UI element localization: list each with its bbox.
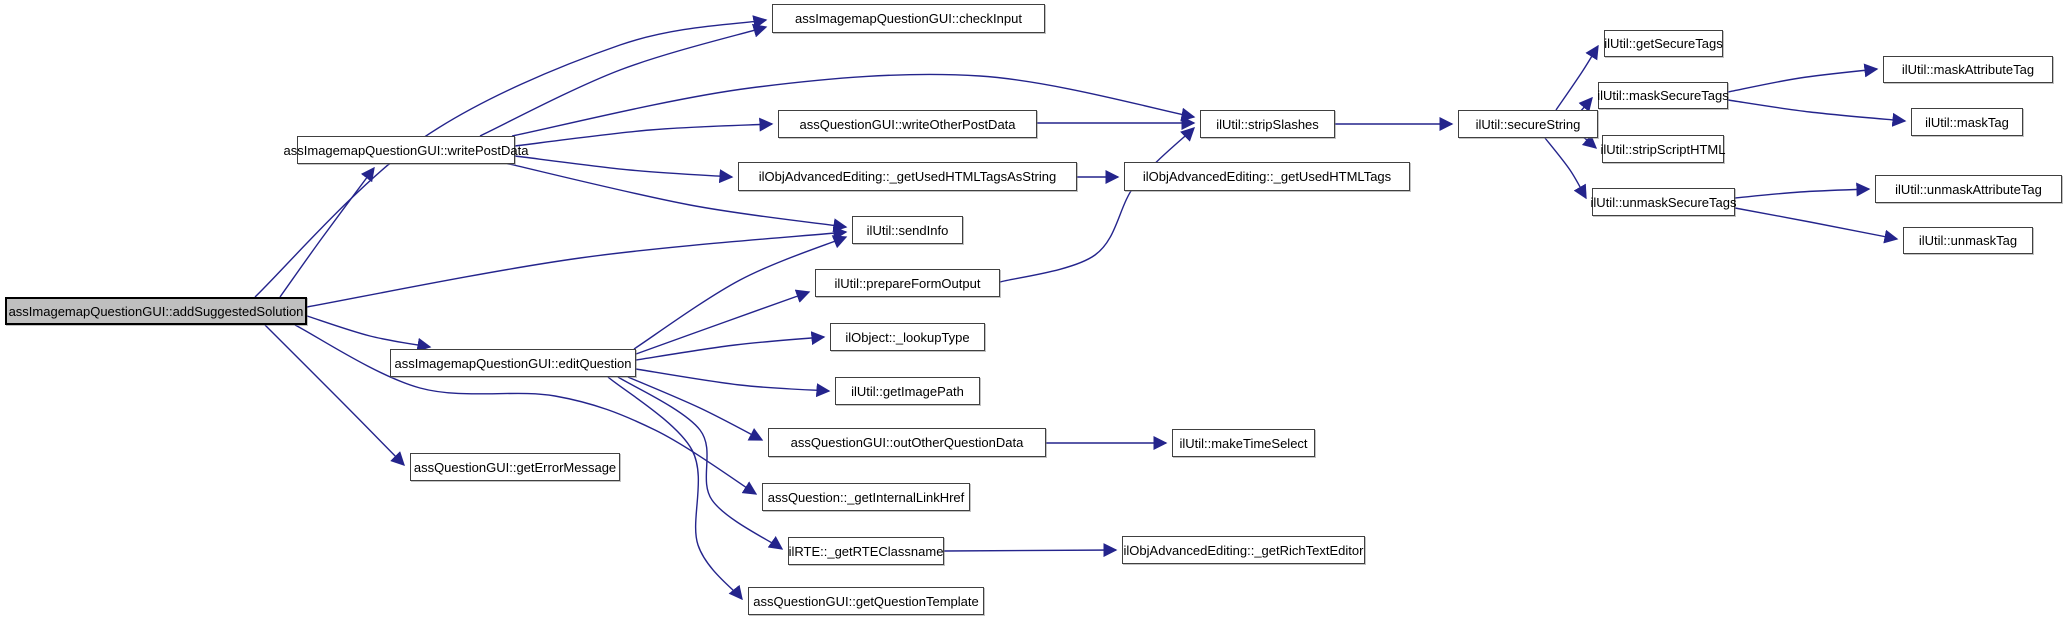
node-getSecureTags[interactable]: ilUtil::getSecureTags [1604, 30, 1723, 57]
node-getUsedHTMLTagsAsString[interactable]: ilObjAdvancedEditing::_getUsedHTMLTagsAs… [738, 162, 1077, 191]
node-label: ilUtil::getImagePath [851, 383, 964, 399]
node-stripSlashes[interactable]: ilUtil::stripSlashes [1200, 110, 1335, 138]
node-makeTimeSelect[interactable]: ilUtil::makeTimeSelect [1172, 429, 1315, 457]
node-label: ilUtil::stripSlashes [1216, 116, 1319, 132]
edge-editQuestion-to-prepareFormOutput [635, 289, 811, 355]
node-unmaskTag[interactable]: ilUtil::unmaskTag [1903, 227, 2033, 254]
node-label: ilObjAdvancedEditing::_getUsedHTMLTagsAs… [758, 169, 1057, 184]
node-lookupType[interactable]: ilObject::_lookupType [830, 323, 985, 351]
node-label: assQuestionGUI::getQuestionTemplate [753, 593, 979, 609]
node-unmaskAttributeTag[interactable]: ilUtil::unmaskAttributeTag [1875, 175, 2062, 203]
node-label: ilObject::_lookupType [845, 329, 970, 345]
edge-addSuggestedSolution-to-writePostData [279, 166, 375, 298]
node-label: ilUtil::secureString [1475, 116, 1581, 132]
edge-addSuggestedSolution-to-getInternalLinkHref [294, 324, 758, 495]
node-editQuestion[interactable]: assImagemapQuestionGUI::editQuestion [390, 349, 636, 377]
node-label: ilObjAdvancedEditing::_getUsedHTMLTags [1142, 169, 1392, 184]
edge-editQuestion-to-getRTEClassname [617, 376, 784, 550]
edge-secureString-to-maskSecureTags [1578, 96, 1593, 113]
edge-secureString-to-getSecureTags [1555, 44, 1599, 111]
node-label: ilUtil::prepareFormOutput [834, 275, 981, 291]
node-label: ilUtil::maskAttributeTag [1901, 62, 2035, 77]
node-label: ilUtil::getSecureTags [1604, 36, 1723, 51]
edge-addSuggestedSolution-to-checkInput [254, 15, 768, 298]
edge-unmaskSecureTags-to-unmaskTag [1734, 207, 1899, 244]
edges-group [254, 15, 1907, 601]
node-unmaskSecureTags[interactable]: ilUtil::unmaskSecureTags [1590, 188, 1737, 216]
edge-writePostData-to-getUsedHTMLTagsAsString [514, 155, 734, 184]
edge-editQuestion-to-outOtherQuestionData [627, 376, 764, 441]
node-getRTEClassname[interactable]: ilRTE::_getRTEClassname [788, 537, 944, 565]
node-checkInput[interactable]: assImagemapQuestionGUI::checkInput [772, 4, 1045, 33]
node-getImagePath[interactable]: ilUtil::getImagePath [835, 377, 980, 405]
node-label: ilUtil::stripScriptHTML [1600, 141, 1726, 157]
node-label: ilUtil::maskTag [1925, 114, 2009, 130]
node-label: assQuestionGUI::writeOtherPostData [799, 116, 1016, 132]
node-addSuggestedSolution: assImagemapQuestionGUI::addSuggestedSolu… [5, 297, 307, 325]
node-maskSecureTags[interactable]: ilUtil::maskSecureTags [1597, 82, 1729, 109]
edge-editQuestion-to-getQuestionTemplate [607, 376, 743, 601]
edge-writePostData-to-sendInfo [504, 162, 848, 233]
node-getInternalLinkHref[interactable]: assQuestion::_getInternalLinkHref [762, 483, 970, 511]
node-maskAttributeTag[interactable]: ilUtil::maskAttributeTag [1883, 56, 2053, 83]
node-writeOtherPostData[interactable]: assQuestionGUI::writeOtherPostData [778, 110, 1037, 138]
edge-addSuggestedSolution-to-sendInfo [306, 226, 848, 308]
node-label: assQuestionGUI::getErrorMessage [413, 459, 617, 475]
node-getRichTextEditor[interactable]: ilObjAdvancedEditing::_getRichTextEditor [1122, 536, 1365, 564]
edge-prepareFormOutput-to-stripSlashes [999, 127, 1196, 283]
node-label: ilUtil::sendInfo [866, 222, 949, 238]
node-secureString[interactable]: ilUtil::secureString [1458, 110, 1598, 138]
edge-maskSecureTags-to-maskTag [1727, 99, 1907, 127]
node-getUsedHTMLTags[interactable]: ilObjAdvancedEditing::_getUsedHTMLTags [1124, 162, 1410, 191]
node-writePostData[interactable]: assImagemapQuestionGUI::writePostData [284, 136, 528, 164]
node-label: assImagemapQuestionGUI::addSuggestedSolu… [8, 303, 304, 319]
node-label: ilUtil::makeTimeSelect [1179, 435, 1308, 451]
node-outOtherQuestionData[interactable]: assQuestionGUI::outOtherQuestionData [768, 428, 1046, 457]
node-getQuestionTemplate[interactable]: assQuestionGUI::getQuestionTemplate [748, 587, 984, 615]
node-label: assQuestionGUI::outOtherQuestionData [790, 435, 1024, 450]
edge-unmaskSecureTags-to-unmaskAttributeTag [1734, 182, 1871, 199]
node-maskTag[interactable]: ilUtil::maskTag [1911, 108, 2023, 136]
edge-secureString-to-unmaskSecureTags [1544, 137, 1587, 200]
node-label: ilUtil::unmaskSecureTags [1590, 194, 1737, 210]
node-label: ilUtil::unmaskAttributeTag [1895, 181, 2042, 197]
edge-writePostData-to-stripSlashes [511, 73, 1196, 137]
node-getErrorMessage[interactable]: assQuestionGUI::getErrorMessage [410, 453, 620, 481]
node-stripScriptHTML[interactable]: ilUtil::stripScriptHTML [1600, 135, 1726, 163]
edge-writePostData-to-checkInput [479, 23, 768, 137]
edge-editQuestion-to-getImagePath [635, 368, 831, 398]
edge-getRTEClassname-to-getRichTextEditor [943, 543, 1118, 558]
edge-addSuggestedSolution-to-editQuestion [306, 315, 432, 352]
node-sendInfo[interactable]: ilUtil::sendInfo [852, 216, 963, 244]
node-prepareFormOutput[interactable]: ilUtil::prepareFormOutput [815, 269, 1000, 297]
edge-writePostData-to-writeOtherPostData [514, 117, 774, 147]
node-label: ilUtil::maskSecureTags [1597, 88, 1729, 103]
node-label: ilObjAdvancedEditing::_getRichTextEditor [1123, 542, 1364, 558]
edge-addSuggestedSolution-to-getErrorMessage [264, 324, 405, 466]
node-label: ilUtil::unmaskTag [1918, 233, 2018, 248]
edge-maskSecureTags-to-maskAttributeTag [1727, 63, 1879, 93]
edge-editQuestion-to-lookupType [635, 331, 826, 361]
node-label: assQuestion::_getInternalLinkHref [767, 489, 965, 505]
node-label: assImagemapQuestionGUI::checkInput [795, 11, 1022, 26]
node-label: assImagemapQuestionGUI::editQuestion [394, 355, 632, 371]
edge-editQuestion-to-sendInfo [633, 235, 848, 350]
node-label: ilRTE::_getRTEClassname [788, 543, 944, 559]
node-label: assImagemapQuestionGUI::writePostData [283, 142, 529, 158]
